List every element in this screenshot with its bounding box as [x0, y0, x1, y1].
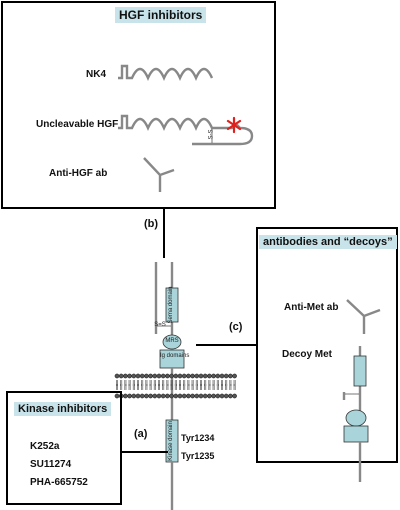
lipid-head	[219, 393, 225, 399]
sema-domain-label: Sema domain	[168, 286, 174, 324]
decoy-met-shape	[342, 346, 369, 482]
lipid-head	[131, 373, 137, 379]
lipid-head	[169, 373, 174, 379]
mrs-domain	[162, 334, 182, 350]
anti-met-label: Anti-Met ab	[284, 302, 339, 313]
tyr1234-label: Tyr1234	[181, 433, 215, 443]
lipid-head	[169, 393, 174, 399]
ig-domains-label: Ig domains	[160, 353, 190, 359]
lipid-head	[211, 393, 216, 399]
lipid-head	[232, 393, 237, 399]
lipid-head	[194, 373, 200, 379]
hgf-inhibitors-panel	[1, 1, 276, 209]
arrow-c-label: (c)	[229, 321, 243, 333]
lipid-head	[144, 393, 149, 399]
lipid-head	[165, 393, 170, 399]
lipid-head	[148, 373, 153, 379]
kinase-domain-label: Kinase domain	[168, 421, 174, 461]
lipid-head	[181, 373, 187, 379]
lipid-head	[181, 393, 187, 399]
lipid-head	[152, 393, 158, 399]
cell-membrane	[114, 373, 237, 399]
lipid-head	[160, 373, 166, 379]
lipid-head	[202, 393, 208, 399]
lipid-head	[219, 373, 225, 379]
lipid-head	[148, 393, 153, 399]
lipid-head	[165, 373, 170, 379]
arrow-b-label: (b)	[144, 218, 159, 230]
lipid-head	[190, 373, 195, 379]
mrs-label: MRS	[165, 338, 179, 344]
lipid-head	[114, 393, 120, 399]
lipid-head	[207, 373, 212, 379]
lipid-head	[114, 373, 120, 379]
lipid-head	[127, 373, 132, 379]
lipid-head	[232, 373, 237, 379]
kinase-panel-title: Kinase inhibitors	[14, 402, 112, 416]
lipid-head	[194, 393, 200, 399]
anti-met-antibody-icon	[346, 299, 381, 334]
lipid-head	[118, 373, 124, 379]
kinase-item-3: PHA-665752	[30, 477, 88, 488]
lipid-head	[228, 393, 233, 399]
lipid-head	[127, 393, 132, 399]
decoy-met-label: Decoy Met	[282, 349, 333, 360]
tyr1235-label: Tyr1235	[181, 451, 215, 461]
lipid-head	[131, 393, 137, 399]
lipid-head	[156, 373, 162, 379]
lipid-head	[139, 373, 145, 379]
lipid-head	[177, 393, 183, 399]
uncleavable-hgf-label: Uncleavable HGF	[36, 119, 119, 130]
anti-hgf-label: Anti-HGF ab	[49, 168, 108, 179]
lipid-head	[135, 393, 141, 399]
kinase-inhibitors-panel	[6, 391, 122, 505]
sema-domain	[165, 287, 179, 323]
lipid-head	[207, 393, 212, 399]
kinase-item-1: K252a	[30, 441, 60, 452]
met-receptor	[154, 262, 185, 510]
lipid-head	[135, 373, 141, 379]
lipid-head	[190, 393, 195, 399]
cleavage-block-star-icon	[226, 116, 242, 134]
lipid-head	[144, 373, 149, 379]
lipid-head	[223, 393, 229, 399]
lipid-head	[215, 373, 221, 379]
lipid-head	[123, 393, 128, 399]
lipid-head	[177, 373, 183, 379]
receptor-disulfide-label: S=S	[154, 322, 166, 328]
lipid-head	[215, 393, 221, 399]
lipid-head	[186, 393, 191, 399]
lipid-head	[173, 373, 179, 379]
lipid-head	[139, 393, 145, 399]
nk4-label: NK4	[86, 69, 107, 80]
lipid-head	[198, 393, 204, 399]
lipid-head	[186, 373, 191, 379]
uncleavable-hgf-shape	[118, 114, 254, 146]
kinase-item-2: SU11274	[30, 459, 72, 470]
lipid-head	[156, 393, 162, 399]
lipid-head	[228, 373, 233, 379]
decoy-panel-title: antibodies and “decoys”	[259, 235, 397, 249]
lipid-head	[202, 373, 208, 379]
hgf-panel-title: HGF inhibitors	[115, 7, 207, 23]
lipid-head	[152, 373, 158, 379]
lipid-head	[223, 373, 229, 379]
lipid-head	[211, 373, 216, 379]
lipid-head	[123, 373, 128, 379]
hgf-disulfide-label: S-S	[208, 129, 215, 140]
lipid-head	[198, 373, 204, 379]
anti-hgf-antibody-icon	[143, 157, 175, 192]
decoys-panel	[256, 227, 398, 463]
arrow-a-label: (a)	[134, 428, 148, 440]
nk4-shape	[118, 64, 214, 81]
lipid-head	[160, 393, 166, 399]
lipid-head	[173, 393, 179, 399]
